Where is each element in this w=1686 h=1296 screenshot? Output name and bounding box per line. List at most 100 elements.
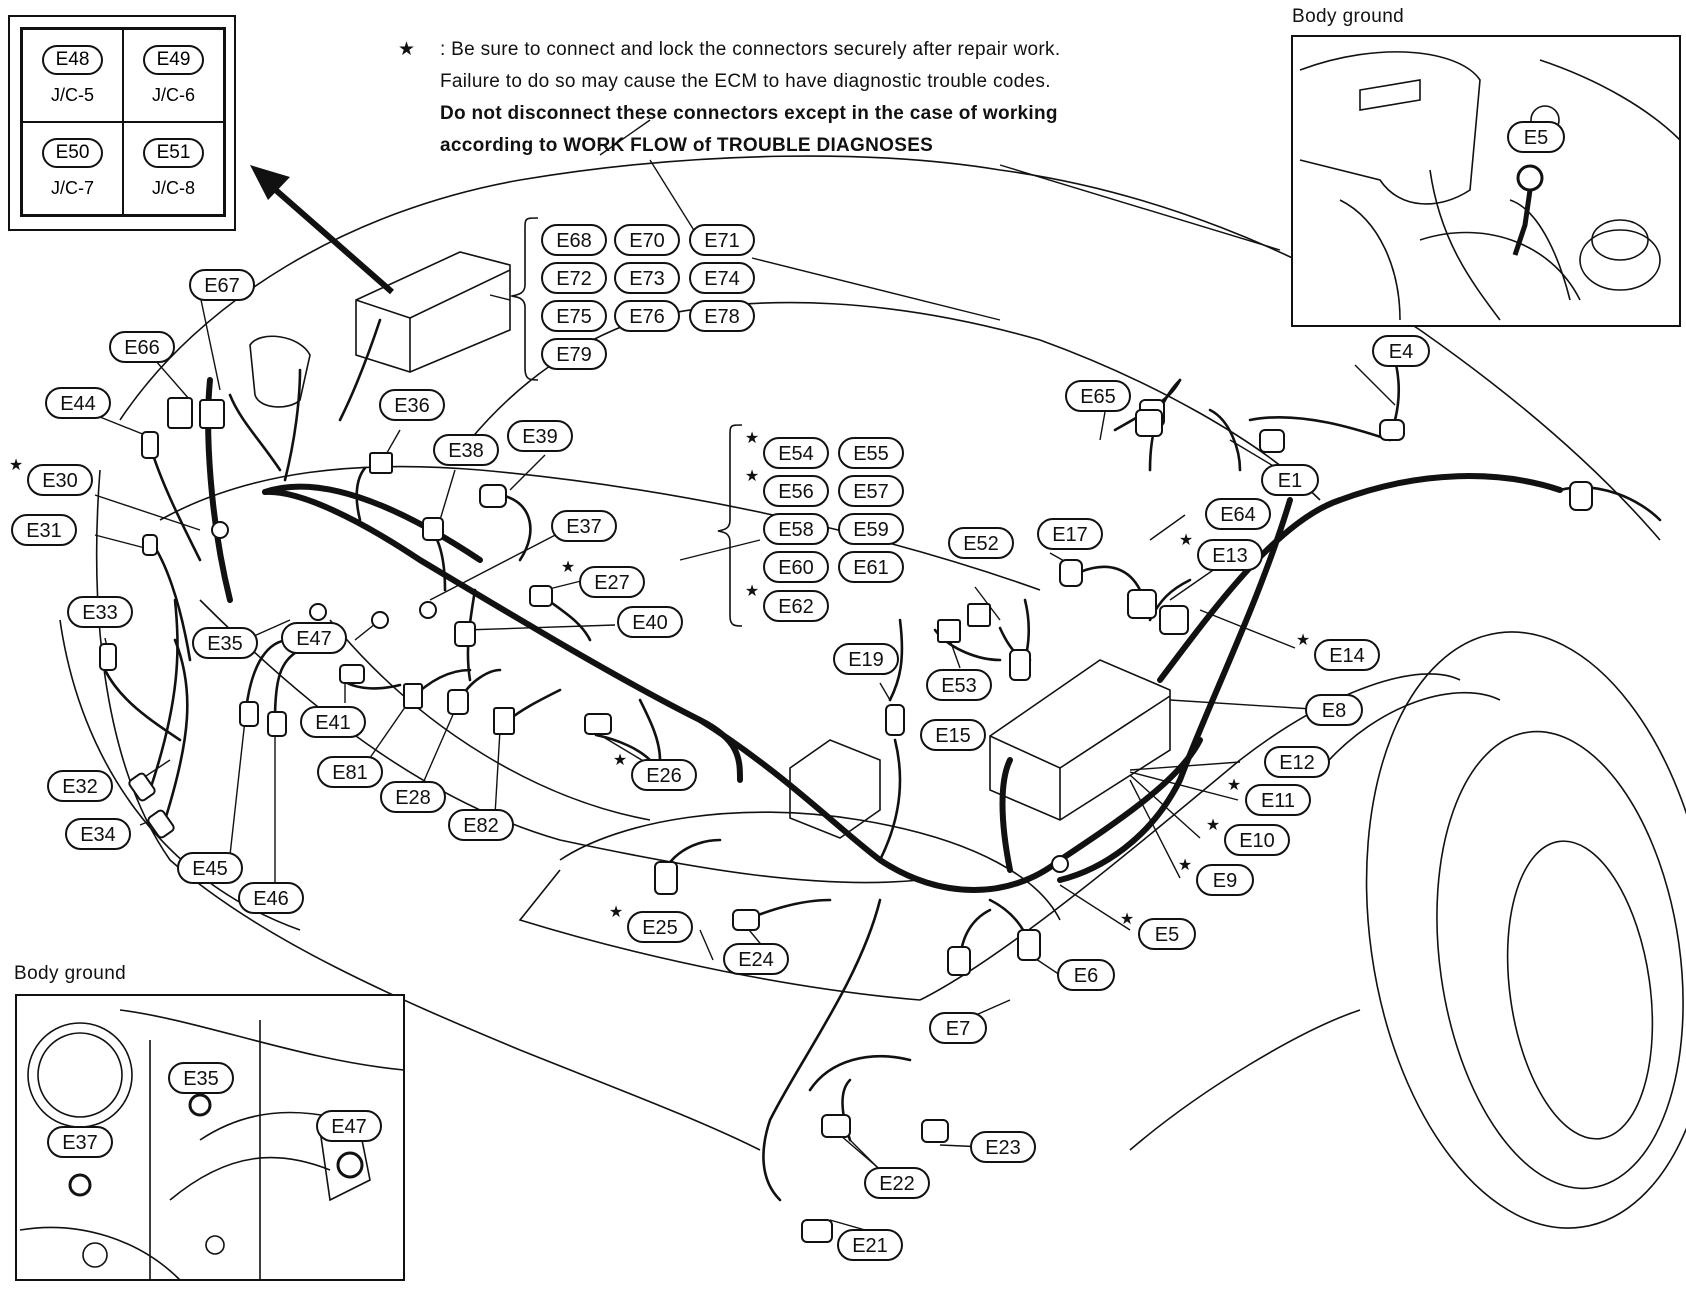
star-icon: ★ — [398, 39, 416, 60]
connector-callout-e5: E5★ — [1120, 911, 1196, 950]
callout-label: E33 — [82, 602, 118, 624]
callout-label: E27 — [594, 572, 630, 594]
callout-pill — [614, 262, 680, 294]
callout-label: E66 — [124, 337, 160, 359]
callout-label: E17 — [1052, 524, 1088, 546]
jc-cell: E48 J/C-5 — [22, 29, 123, 122]
callout-label: E25 — [642, 917, 678, 939]
callout-label: E64 — [1220, 504, 1256, 526]
callout-pill — [689, 224, 755, 256]
connector-callout-e71: E71 — [689, 224, 755, 256]
callout-label: E11 — [1261, 790, 1295, 812]
callout-label: E7 — [946, 1018, 970, 1040]
callout-label: E56 — [778, 481, 814, 503]
star-icon: ★ — [613, 752, 627, 769]
callout-label: E71 — [704, 230, 740, 252]
connector-callout-e53: E53 — [926, 669, 992, 701]
callout-pill — [970, 1131, 1036, 1163]
callout-label: E81 — [332, 762, 368, 784]
callout-label: E72 — [556, 268, 592, 290]
callout-pill — [541, 338, 607, 370]
connector-bodies — [99, 397, 1593, 1243]
callout-label: E45 — [192, 858, 228, 880]
callout-label: E57 — [853, 481, 889, 503]
callout-pill — [689, 300, 755, 332]
callout-label: E6 — [1074, 965, 1098, 987]
callout-pill — [1138, 918, 1196, 950]
callout-pill — [948, 527, 1014, 559]
callout-pill — [614, 224, 680, 256]
jc-label: J/C-5 — [50, 85, 94, 105]
callout-label: E60 — [778, 557, 814, 579]
connector-callout-e44: E44 — [45, 387, 111, 419]
callout-label: E82 — [463, 815, 499, 837]
connector-callout-e67: E67 — [189, 269, 255, 301]
connector-callout-e5: E5 — [1507, 121, 1565, 153]
callout-pill — [448, 809, 514, 841]
connector-callout-e65: E65 — [1065, 380, 1131, 412]
callout-pill — [1065, 380, 1131, 412]
callout-pill — [47, 770, 113, 802]
callout-pill — [689, 262, 755, 294]
connector-callout-e35: E35 — [192, 627, 258, 659]
callout-pill — [238, 882, 304, 914]
connector-callout-e62: E62★ — [745, 583, 829, 622]
callout-pill — [379, 389, 445, 421]
callout-pill — [1261, 464, 1319, 496]
jc-label: J/C-8 — [151, 178, 195, 198]
connector-callout-e24: E24 — [723, 943, 789, 975]
callout-pill — [920, 719, 986, 751]
callout-label: E70 — [629, 230, 665, 252]
connector-label: E50 — [41, 138, 104, 168]
jc-label: J/C-7 — [50, 178, 94, 198]
connector-callout-e55: E55 — [838, 437, 904, 469]
jc-cell: E50 J/C-7 — [22, 122, 123, 215]
callout-label: E47 — [296, 628, 332, 650]
callout-label: E5 — [1524, 127, 1548, 149]
connector-label: E48 — [41, 45, 104, 75]
callout-label: E10 — [1239, 830, 1275, 852]
callout-label: E5 — [1155, 924, 1179, 946]
callout-label: E62 — [778, 596, 814, 618]
group-brackets — [509, 217, 743, 627]
callout-label: E26 — [646, 765, 682, 787]
star-icon: ★ — [745, 468, 759, 485]
connector-callout-e37: E37 — [47, 1126, 113, 1158]
jc-label: J/C-6 — [151, 85, 195, 105]
connector-callout-e75: E75 — [541, 300, 607, 332]
callout-pill — [47, 1126, 113, 1158]
callout-label: E40 — [632, 612, 668, 634]
connector-callout-e15: E15 — [920, 719, 986, 751]
callout-pill — [631, 759, 697, 791]
callout-label: E58 — [778, 519, 814, 541]
callout-pill — [27, 464, 93, 496]
connector-callout-e11: E11★ — [1227, 777, 1311, 816]
callout-label: E24 — [738, 949, 774, 971]
connector-callout-e31: E31 — [11, 514, 77, 546]
callout-label: E41 — [315, 712, 351, 734]
callout-pill — [838, 437, 904, 469]
connector-callout-e4: E4 — [1372, 335, 1430, 367]
callout-pill — [300, 706, 366, 738]
callout-pill — [763, 437, 829, 469]
connector-callout-e68: E68 — [541, 224, 607, 256]
star-icon: ★ — [1206, 817, 1220, 834]
callout-pill — [864, 1167, 930, 1199]
connector-callout-e41: E41 — [300, 706, 366, 738]
callout-pill — [316, 1110, 382, 1142]
junction-connector-grid: E48 J/C-5 E49 J/C-6 E50 J/C-7 E51 J/C-8 — [20, 27, 226, 217]
connector-callout-e61: E61 — [838, 551, 904, 583]
connector-callout-e21: E21 — [837, 1229, 903, 1261]
callout-pill — [614, 300, 680, 332]
connector-callout-e40: E40 — [617, 606, 683, 638]
callout-pill — [838, 551, 904, 583]
callout-pill — [1372, 335, 1430, 367]
connector-callout-e23: E23 — [970, 1131, 1036, 1163]
callout-label: E30 — [42, 470, 78, 492]
connector-callout-e72: E72 — [541, 262, 607, 294]
callout-label: E21 — [852, 1235, 888, 1257]
connector-callout-e57: E57 — [838, 475, 904, 507]
callout-label: E22 — [879, 1173, 915, 1195]
